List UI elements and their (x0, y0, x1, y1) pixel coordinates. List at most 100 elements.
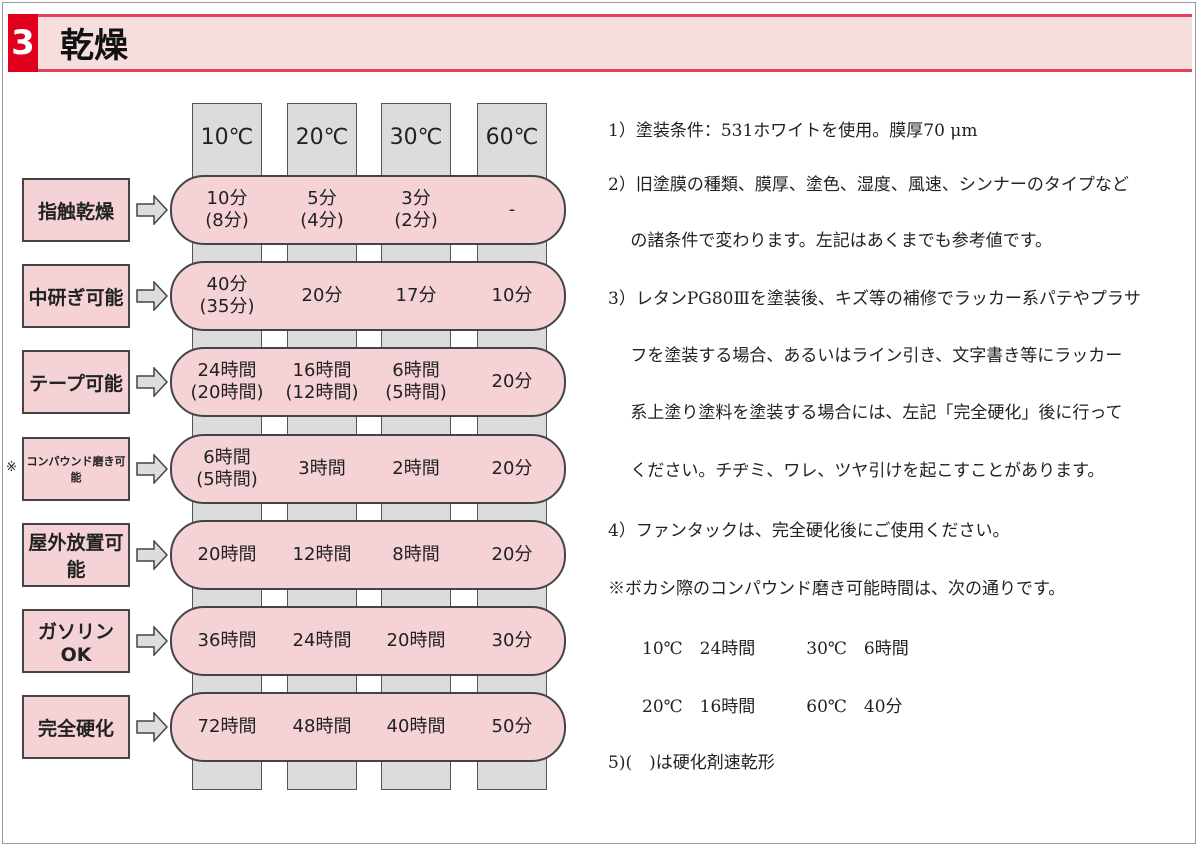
note-line: 3）レタンPG80Ⅲを塗装後、キズ等の補修でラッカー系パテやプラサ (608, 289, 1141, 309)
standard-time: 10分 (491, 285, 533, 307)
time-cell: 2時間 (371, 434, 461, 504)
row-label: 中研ぎ可能 (22, 264, 130, 329)
fast-hardener-time: (35分) (199, 296, 255, 318)
temperature-header: 30℃ (389, 124, 443, 150)
standard-time: 40分 (206, 274, 248, 296)
row-band (170, 261, 566, 332)
time-cell: 20分 (467, 520, 557, 590)
time-cell: 5分(4分) (277, 175, 367, 245)
time-cell: 10分 (467, 261, 557, 331)
time-cell: 8時間 (371, 520, 461, 590)
standard-time: 5分 (307, 188, 337, 209)
arrow-right-icon (136, 712, 168, 743)
standard-time: - (508, 199, 516, 220)
note-line: 10℃ 24時間 30℃ 6時間 (608, 639, 909, 659)
note-line: 4）ファンタックは、完全硬化後にご使用ください。 (608, 521, 1010, 541)
note-line: 系上塗り塗料を塗装する場合には、左記「完全硬化」後に行って (608, 403, 1123, 423)
standard-time: 12時間 (292, 543, 352, 565)
standard-time: 20時間 (197, 543, 257, 565)
note-line: 2）旧塗膜の種類、膜厚、塗色、湿度、風速、シンナーのタイプなど (608, 175, 1129, 195)
note-line: 5)( )は硬化剤速乾形 (608, 753, 775, 773)
time-cell: 40時間 (371, 692, 461, 762)
time-cell: 40分(35分) (182, 261, 272, 331)
standard-time: 3分 (401, 188, 431, 209)
time-cell: 10分(8分) (182, 175, 272, 245)
standard-time: 20分 (491, 457, 533, 479)
time-cell: 3時間 (277, 434, 367, 504)
section-title: 乾燥 (60, 26, 128, 66)
time-cell: 20分 (467, 434, 557, 504)
time-cell: 3分(2分) (371, 175, 461, 245)
row-band (170, 433, 566, 504)
note-line: 20℃ 16時間 60℃ 40分 (608, 697, 903, 717)
standard-time: 6時間 (392, 360, 440, 382)
standard-time: 24時間 (197, 360, 257, 382)
standard-time: 8時間 (392, 543, 440, 565)
standard-time: 20分 (491, 543, 533, 565)
time-cell: 20分 (467, 347, 557, 417)
row-band (170, 606, 566, 676)
row-label: 屋外放置可能 (22, 522, 130, 587)
row-label: コンパウンド磨き可能 (22, 436, 130, 501)
standard-time: 20時間 (386, 630, 446, 651)
note-line: 1）塗装条件：531ホワイトを使用。膜厚70 μm (608, 121, 978, 141)
time-cell: 16時間(12時間) (277, 347, 367, 417)
time-cell: 6時間(5時間) (371, 347, 461, 417)
row-label: ガソリンOK (22, 609, 130, 673)
arrow-right-icon (136, 367, 168, 398)
row-band (170, 175, 566, 245)
fast-hardener-time: (12時間) (285, 382, 359, 404)
section-number: 3 (8, 14, 38, 72)
arrow-right-icon (136, 281, 168, 312)
time-cell: 48時間 (277, 692, 367, 762)
arrow-right-icon (136, 453, 168, 484)
time-cell: 30分 (467, 606, 557, 676)
time-cell: 20分 (277, 261, 367, 331)
time-cell: 20時間 (371, 606, 461, 676)
standard-time: 16時間 (292, 360, 352, 382)
time-cell: 24時間 (277, 606, 367, 676)
time-cell: 12時間 (277, 520, 367, 590)
time-cell: 72時間 (182, 692, 272, 762)
arrow-right-icon (136, 626, 168, 656)
fast-hardener-time: (5時間) (196, 468, 258, 490)
fast-hardener-time: (5時間) (385, 382, 447, 404)
time-cell: - (467, 175, 557, 245)
row-band (170, 347, 566, 418)
standard-time: 24時間 (292, 630, 352, 651)
time-cell: 50分 (467, 692, 557, 762)
time-cell: 24時間(20時間) (182, 347, 272, 417)
temperature-header: 10℃ (200, 124, 254, 150)
note-line: ※ボカシ際のコンパウンド磨き可能時間は、次の通りです。 (608, 579, 1066, 599)
standard-time: 6時間 (203, 446, 251, 468)
fast-hardener-time: (4分) (300, 210, 344, 231)
row-label: 指触乾燥 (22, 178, 130, 242)
time-cell: 20時間 (182, 520, 272, 590)
standard-time: 48時間 (292, 716, 352, 738)
standard-time: 72時間 (197, 716, 257, 738)
fast-hardener-time: (2分) (394, 210, 438, 231)
note-line: ください。チヂミ、ワレ、ツヤ引けを起こすことがあります。 (608, 461, 1105, 481)
time-cell: 17分 (371, 261, 461, 331)
row-label: 完全硬化 (22, 695, 130, 760)
fast-hardener-time: (8分) (205, 210, 249, 231)
arrow-right-icon (136, 539, 168, 570)
standard-time: 3時間 (298, 457, 346, 479)
row-band (170, 692, 566, 763)
standard-time: 17分 (395, 285, 437, 307)
standard-time: 36時間 (197, 630, 257, 651)
standard-time: 30分 (491, 630, 533, 651)
section-header (8, 14, 1192, 72)
standard-time: 20分 (491, 371, 533, 393)
note-line: フを塗装する場合、あるいはライン引き、文字書き等にラッカー (608, 346, 1123, 366)
time-cell: 6時間(5時間) (182, 434, 272, 504)
standard-time: 2時間 (392, 457, 440, 479)
standard-time: 40時間 (386, 716, 446, 738)
time-cell: 36時間 (182, 606, 272, 676)
note-mark: ※ (6, 459, 17, 475)
temperature-header: 60℃ (485, 124, 539, 150)
row-label: テープ可能 (22, 350, 130, 415)
note-line: の諸条件で変わります。左記はあくまでも参考値です。 (608, 231, 1053, 251)
fast-hardener-time: (20時間) (190, 382, 264, 404)
